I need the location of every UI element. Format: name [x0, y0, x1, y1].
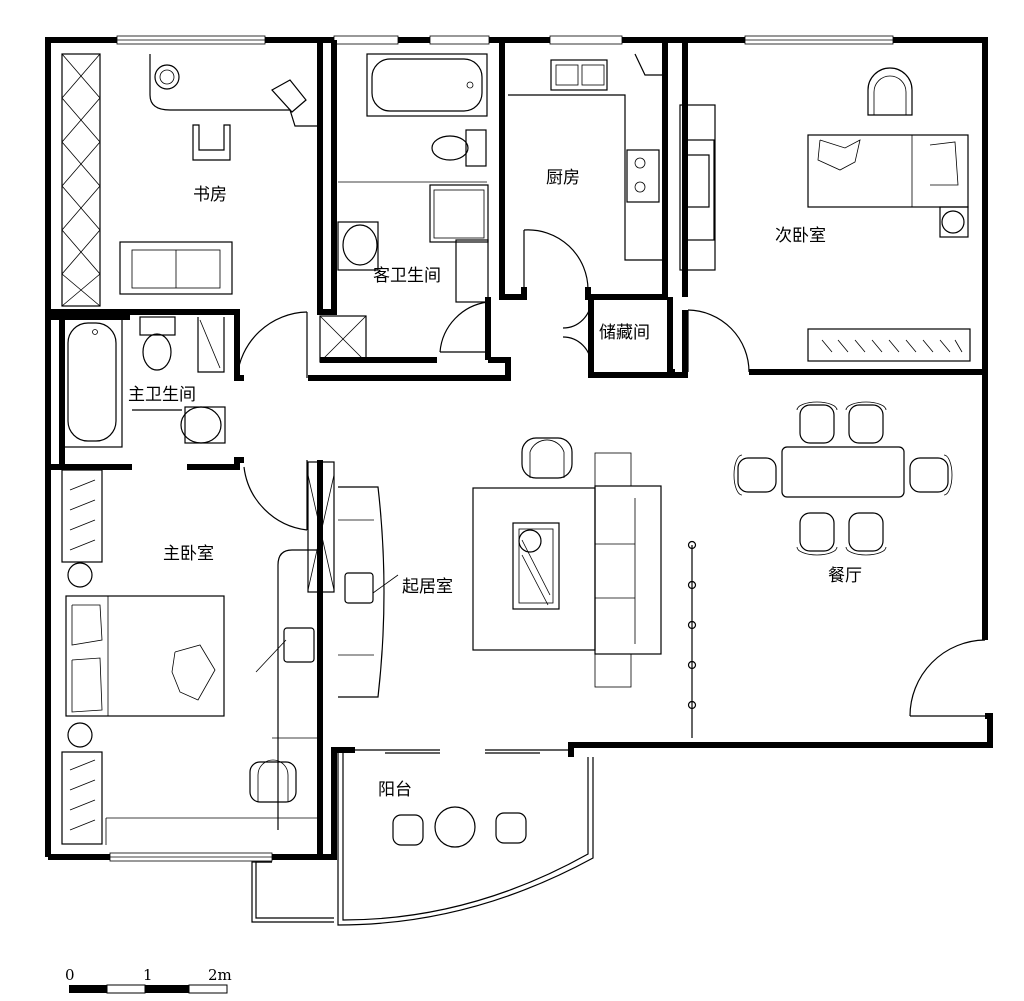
label-storage: 储藏间 — [599, 323, 650, 343]
doors — [236, 229, 986, 754]
master-bath-fixtures — [61, 316, 226, 448]
balcony-outline — [251, 750, 594, 926]
label-living-room: 起居室 — [402, 577, 453, 597]
fan-icon-master — [67, 562, 93, 588]
scale-tick-0: 0 — [65, 966, 75, 984]
label-dining-room: 餐厅 — [828, 566, 862, 586]
windows — [109, 35, 894, 862]
living-room-furniture — [307, 437, 697, 738]
dining-furniture — [733, 401, 953, 556]
second-bedroom-furniture — [679, 67, 971, 362]
interior-walls — [48, 40, 985, 857]
balcony-chair-left — [392, 814, 424, 846]
master-bedroom-furniture — [61, 469, 320, 845]
fan-icon-master-2 — [67, 722, 93, 748]
scale-tick-1: 1 — [143, 966, 153, 984]
fan-icon — [154, 64, 180, 90]
dining-table — [781, 446, 905, 498]
balcony-chair-right — [495, 812, 527, 844]
kitchen-fixtures — [508, 53, 665, 261]
fan-icon-bedroom2 — [941, 210, 965, 234]
scale-bar: 0 1 2m — [65, 966, 232, 994]
label-master-bathroom: 主卫生间 — [128, 385, 196, 405]
label-guest-bathroom: 客卫生间 — [373, 266, 441, 286]
study-furniture — [61, 53, 321, 307]
room-labels: 书房 客卫生间 厨房 储藏间 次卧室 主卫生间 主卧室 起居室 餐厅 阳台 — [128, 168, 862, 800]
exterior-walls — [45, 37, 993, 860]
balcony-table — [434, 806, 476, 848]
scale-tick-2: 2m — [208, 966, 232, 984]
guest-bath-fixtures — [319, 53, 489, 363]
label-second-bedroom: 次卧室 — [775, 226, 826, 246]
label-balcony: 阳台 — [378, 780, 412, 800]
label-master-bedroom: 主卧室 — [163, 544, 214, 564]
label-kitchen: 厨房 — [546, 168, 580, 188]
label-study: 书房 — [193, 185, 227, 205]
